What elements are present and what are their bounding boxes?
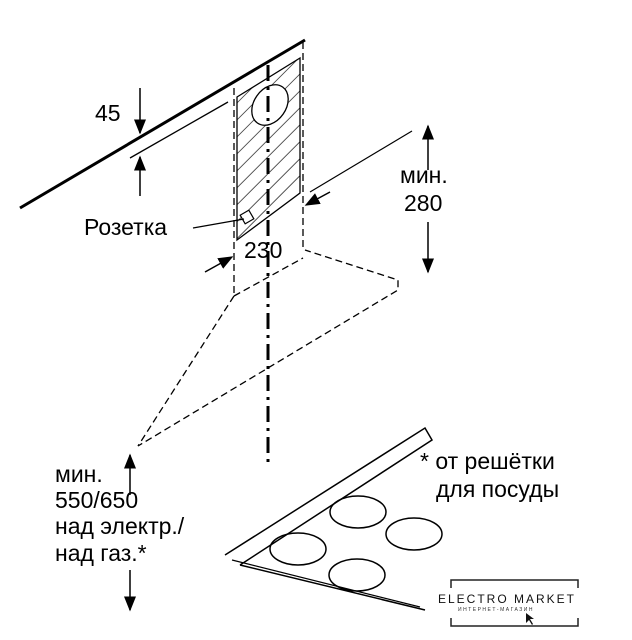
burner [329,495,387,529]
logo-name: ELECTRO MARKET [438,592,577,606]
dim-230-arrow-left [204,256,234,273]
hood-outline [137,249,399,447]
min-280-label-2: 280 [404,190,443,216]
min-height-label-4: над газ.* [55,540,147,566]
socket-label: Розетка [84,214,168,240]
dim-280-extension [309,130,413,193]
burner [385,517,443,551]
dim-45-label: 45 [95,100,121,126]
ceiling-line [19,38,306,210]
min-height-label-1: мин. [55,461,103,487]
logo-subtitle: ИНТЕРНЕТ-МАГАЗИН [458,607,534,613]
min-280-label-1: мин. [400,162,448,188]
footnote-line-1: * от решётки [420,448,555,474]
offset-line [129,101,229,159]
hood-top [233,257,304,297]
dim-230-arrow-right [304,191,331,206]
socket-leader [192,218,245,229]
duct-opening [251,84,289,126]
dim-230-label: 230 [244,237,283,263]
burner [328,558,386,592]
min-height-label-3: над электр./ [55,513,185,539]
electro-market-logo: ELECTRO MARKET ИНТЕРНЕТ-МАГАЗИН [438,578,580,628]
logo-frame [450,579,579,627]
burner [269,532,327,566]
cooktop [224,426,443,611]
cursor-icon [526,613,534,625]
min-height-label-2: 550/650 [55,487,139,513]
footnote-line-2: для посуды [436,476,560,502]
